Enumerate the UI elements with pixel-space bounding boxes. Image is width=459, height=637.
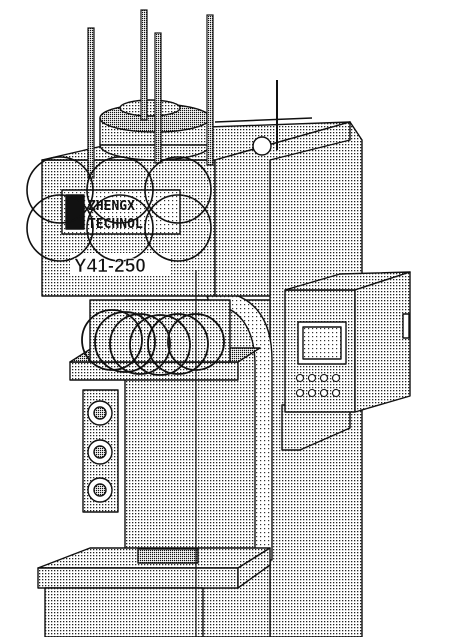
control-button (295, 388, 305, 398)
nameplate-line1: ZHENGX (88, 199, 135, 214)
ram-circle (109, 313, 171, 375)
guide-rod (140, 9, 148, 121)
table-die (137, 548, 199, 564)
control-button (295, 373, 305, 383)
guide-knob-3-hub (93, 483, 107, 497)
nameplate-logo (65, 194, 85, 230)
throat-arch (204, 289, 273, 561)
cylinder-boss (119, 99, 181, 117)
control-screen-inner (302, 326, 342, 360)
hook-rod-bar (214, 117, 313, 123)
guide-rod (206, 14, 214, 166)
control-box-side (354, 271, 411, 413)
control-button (307, 373, 317, 383)
guide-rod (154, 32, 162, 164)
construction-circle (144, 156, 212, 224)
model-label: Y41-250 (74, 256, 146, 277)
worktable-front (37, 567, 239, 589)
ram-circle (129, 314, 191, 376)
base-block (44, 587, 204, 637)
control-button (319, 373, 329, 383)
construction-circle (26, 194, 94, 262)
upper-head-side (214, 121, 351, 297)
control-button (331, 388, 341, 398)
guide-knob-2-hub (93, 445, 107, 459)
guide-knob-1-hub (93, 406, 107, 420)
control-button (331, 373, 341, 383)
ram-circle (94, 311, 156, 373)
control-button (307, 388, 317, 398)
nameplate-line2: TECHNOL (88, 217, 143, 232)
construction-circle (86, 156, 154, 224)
guide-rod (87, 27, 95, 179)
model-label-band (70, 253, 170, 275)
construction-circle (26, 156, 94, 224)
construction-circle (144, 194, 212, 262)
ram-circle (147, 313, 209, 375)
lifting-eye (252, 136, 272, 156)
control-handle (402, 313, 410, 339)
control-button (319, 388, 329, 398)
worktable-side (237, 547, 271, 589)
construction-circle (86, 194, 154, 262)
ram-circle (167, 313, 225, 371)
